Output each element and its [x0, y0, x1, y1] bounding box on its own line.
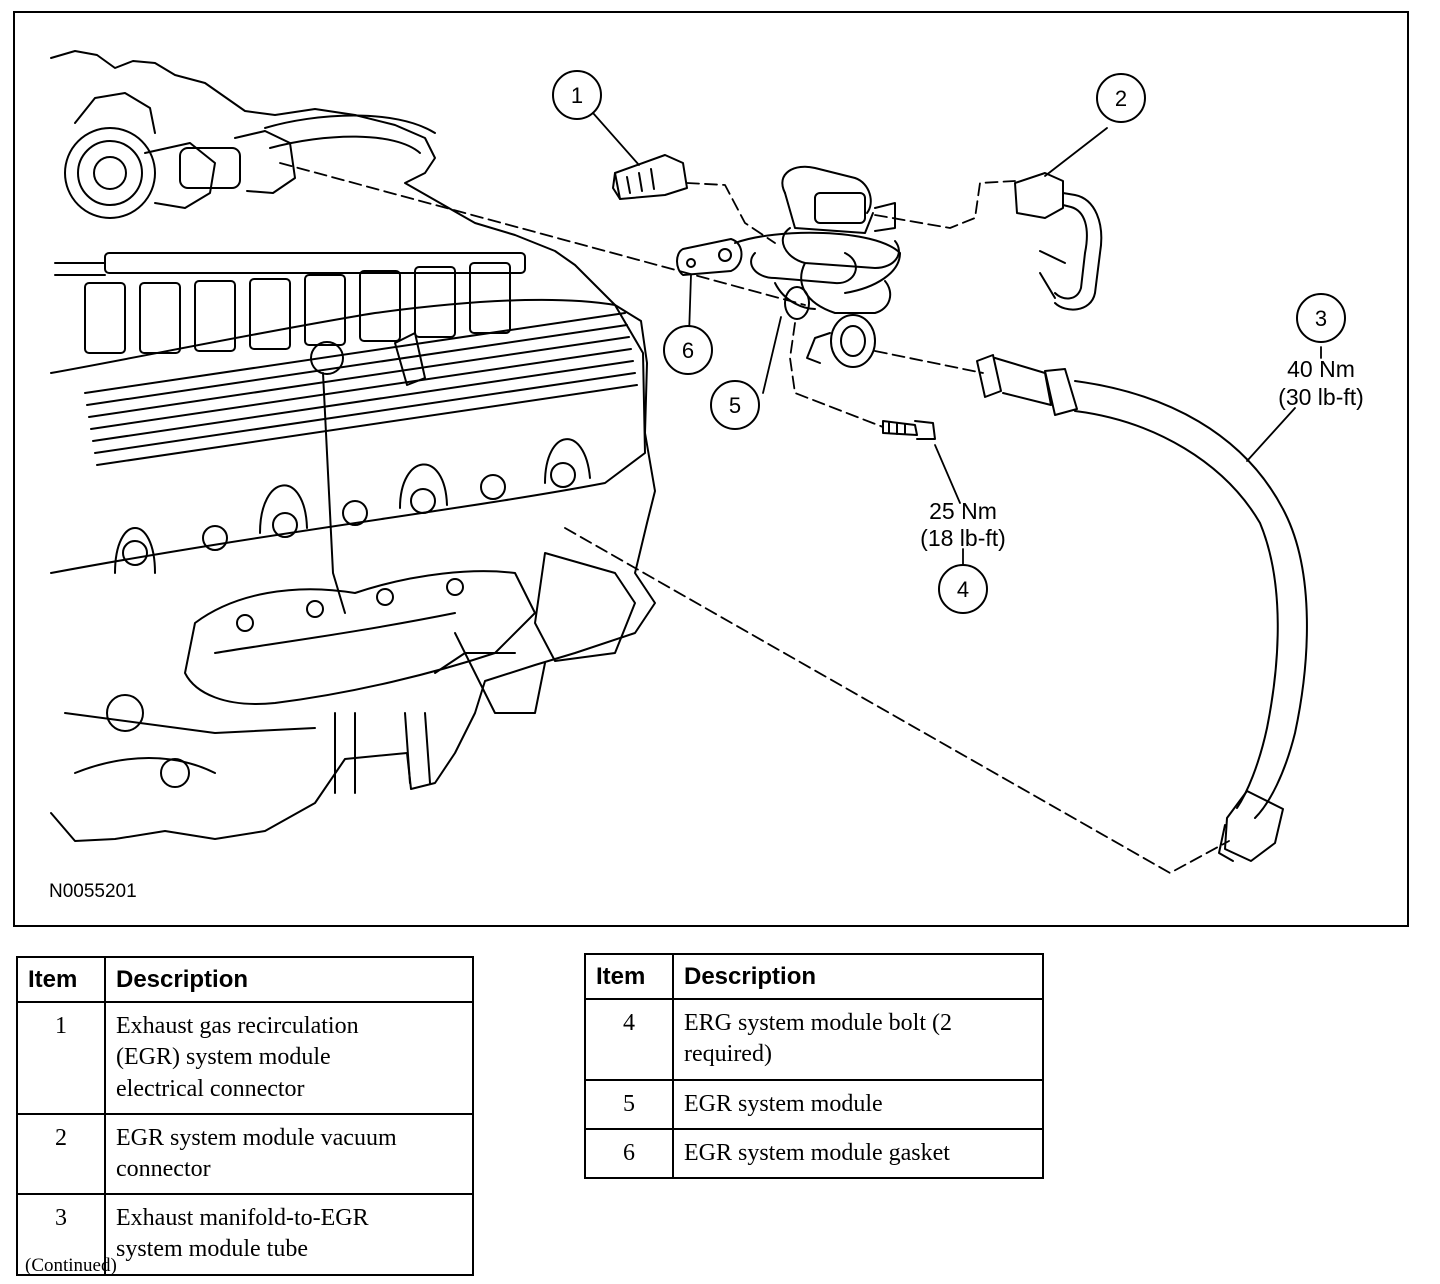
egr-system-diagram: 1 2 3 4 5 6 40 Nm (30 lb-ft) 25 Nm (18 l… [49, 50, 1364, 902]
legend-header-item: Item [584, 952, 674, 1001]
callout-circle-2 [1096, 73, 1146, 123]
callout-label-2: 2 [1115, 86, 1127, 111]
legend-item-number: 4 [584, 998, 674, 1081]
callout-leader-lines [592, 112, 1322, 569]
legend-item-description: EGR system module [672, 1078, 1044, 1130]
table-row: 4 ERG system module bolt (2 required) [584, 998, 1044, 1081]
description-line: Exhaust gas recirculation [116, 1013, 359, 1040]
egr-electrical-connector [612, 154, 688, 200]
callout-label-6: 6 [682, 338, 694, 363]
legend-header-item: Item [16, 955, 106, 1004]
torque-3-nm: 40 Nm [1287, 356, 1355, 382]
legend-table-left: Item Description 1 Exhaust gas recircula… [16, 955, 474, 1276]
legend-item-description: Exhaust gas recirculation (EGR) system m… [104, 1001, 474, 1115]
legend-item-description: EGR system module vacuum connector [104, 1112, 474, 1196]
description-line: EGR system module vacuum [116, 1124, 397, 1151]
description-line: system module tube [116, 1236, 308, 1263]
legend-table-right: Item Description 4 ERG system module bol… [584, 952, 1044, 1179]
description-line: EGR system module [684, 1090, 883, 1117]
engine-illustration [50, 50, 656, 842]
legend-item-description: ERG system module bolt (2 required) [672, 998, 1044, 1081]
exhaust-manifold-to-egr-tube [976, 354, 1308, 862]
egr-vacuum-connector [1014, 172, 1103, 311]
table-row: 1 Exhaust gas recirculation (EGR) system… [16, 1001, 474, 1115]
callout-circle-6 [663, 325, 713, 375]
callout-label-3: 3 [1315, 306, 1327, 331]
callout-circles [552, 70, 1346, 614]
torque-3-lbft: (30 lb-ft) [1278, 384, 1364, 410]
legend-item-number: 2 [16, 1112, 106, 1196]
callout-circle-3 [1296, 293, 1346, 343]
table-row: 5 EGR system module [584, 1078, 1044, 1130]
egr-module-gasket [676, 238, 743, 276]
callout-label-5: 5 [729, 393, 741, 418]
callout-circle-1 [552, 70, 602, 120]
diagram-frame: 1 2 3 4 5 6 40 Nm (30 lb-ft) 25 Nm (18 l… [13, 11, 1409, 927]
torque-4-lbft: (18 lb-ft) [920, 525, 1006, 551]
legend-item-description: EGR system module gasket [672, 1127, 1044, 1179]
legend-item-number: 5 [584, 1078, 674, 1130]
legend-item-number: 3 [16, 1193, 106, 1276]
dashed-alignment-lines [279, 162, 1230, 874]
description-line: Exhaust manifold-to-EGR [116, 1205, 369, 1232]
callout-label-4: 4 [957, 577, 969, 602]
legend-item-description: Exhaust manifold-to-EGR system module tu… [104, 1193, 474, 1276]
legend-item-number: 1 [16, 1001, 106, 1115]
table-row: 2 EGR system module vacuum connector [16, 1112, 474, 1196]
continued-note: (Continued) [25, 1255, 117, 1276]
description-line: (EGR) system module [116, 1044, 331, 1071]
figure-id: N0055201 [49, 881, 137, 902]
callout-circle-5 [710, 380, 760, 430]
description-line: ERG system module bolt (2 [684, 1010, 952, 1037]
callout-circle-4 [938, 564, 988, 614]
callout-label-1: 1 [571, 83, 583, 108]
table-row: 6 EGR system module gasket [584, 1127, 1044, 1179]
table-row: 3 Exhaust manifold-to-EGR system module … [16, 1193, 474, 1276]
legend-header-description: Description [104, 955, 474, 1004]
legend-header-description: Description [672, 952, 1044, 1001]
description-line: connector [116, 1155, 211, 1182]
description-line: EGR system module gasket [684, 1139, 950, 1166]
torque-4-nm: 25 Nm [929, 498, 997, 524]
description-line: electrical connector [116, 1075, 305, 1102]
legend-item-number: 6 [584, 1127, 674, 1179]
description-line: required) [684, 1041, 772, 1068]
egr-module-bolt [882, 420, 936, 440]
egr-system-module [734, 165, 901, 368]
